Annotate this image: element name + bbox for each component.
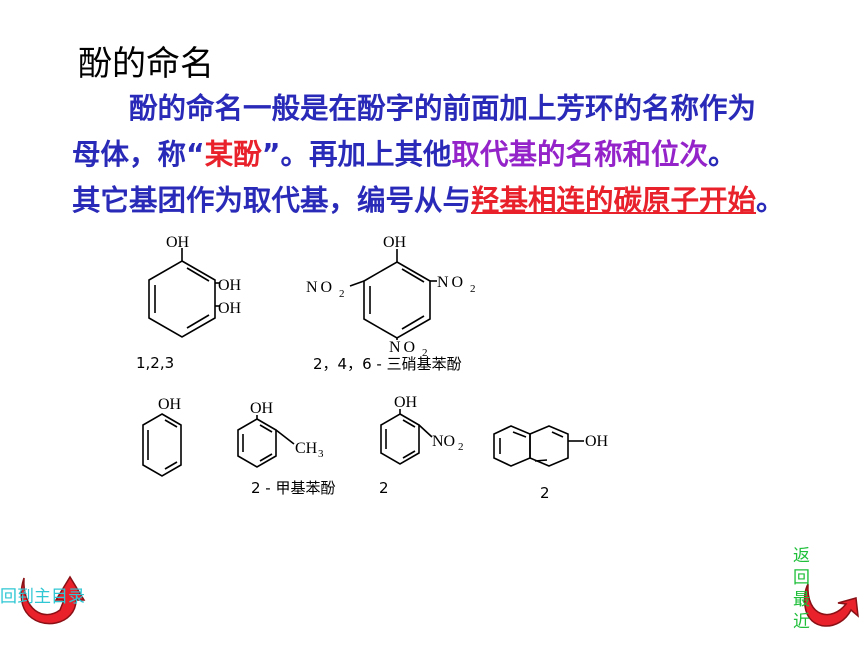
ch3-subscript: 3 <box>318 448 324 460</box>
no2-subscript: 2 <box>422 347 428 359</box>
no2-subscript: 2 <box>458 441 464 453</box>
oh-label: OH <box>166 234 190 251</box>
highlight-substituent: 取代基的名称和位次 <box>451 138 708 171</box>
no2-subscript: 2 <box>339 288 345 300</box>
back-to-main-arrow-icon[interactable] <box>20 575 86 625</box>
methylphenol-structure <box>237 415 295 468</box>
paragraph-text: 。 <box>708 138 737 171</box>
oh-label: OH <box>250 400 274 417</box>
phenol-structure <box>142 413 182 477</box>
paragraph-line-2: 母体，称“某酚”。再加上其他取代基的名称和位次。 <box>72 132 737 173</box>
oh-label: OH <box>394 394 418 411</box>
oh-label: OH <box>383 234 407 251</box>
no2-label: NO <box>389 339 418 356</box>
no2-label: NO <box>306 279 335 296</box>
back-to-main-link[interactable]: 回到主目录 <box>0 587 85 607</box>
caption-nitrophenol: 2 <box>379 479 389 497</box>
paragraph-text: 母体，称“ <box>72 138 205 171</box>
caption-benzenetriol: 1,2,3 <box>136 354 174 372</box>
paragraph-text: ”。再加上其他 <box>261 138 452 171</box>
no2-label: NO <box>432 433 455 450</box>
highlight-hydroxyl-carbon: 羟基相连的碳原子开始 <box>471 184 757 217</box>
paragraph-text: 。 <box>756 184 785 217</box>
naphthol-structure <box>493 425 584 467</box>
oh-label: OH <box>218 277 242 294</box>
trinitrophenol-structure <box>349 249 437 340</box>
return-recent-link[interactable]: 返回最近 <box>793 546 810 632</box>
oh-label: OH <box>218 300 242 317</box>
no2-label: NO <box>437 274 466 291</box>
oh-label: OH <box>158 396 182 413</box>
benzenetriol-structure <box>148 248 220 338</box>
paragraph-text: 酚的命名一般是在酚字的前面加上芳环的名称作为 <box>129 92 757 125</box>
paragraph-line-1: 酚的命名一般是在酚字的前面加上芳环的名称作为 <box>72 86 756 127</box>
oh-label: OH <box>585 433 609 450</box>
caption-methylphenol: 2 - 甲基苯酚 <box>251 479 336 497</box>
return-recent-arrow-icon[interactable] <box>803 583 859 627</box>
no2-subscript: 2 <box>470 283 476 295</box>
paragraph-text: 其它基团作为取代基，编号从与 <box>72 184 472 217</box>
nitrophenol-structure <box>380 409 433 465</box>
paragraph-line-3: 其它基团作为取代基，编号从与羟基相连的碳原子开始。 <box>72 178 785 219</box>
caption-naphthol: 2 <box>540 484 550 502</box>
slide-title: 酚的命名 <box>78 44 214 84</box>
ch3-label: CH <box>295 440 318 457</box>
caption-trinitrophenol: 2，4，6 - 三硝基苯酚 <box>313 355 462 373</box>
highlight-mou-fen: 某酚 <box>204 138 262 171</box>
